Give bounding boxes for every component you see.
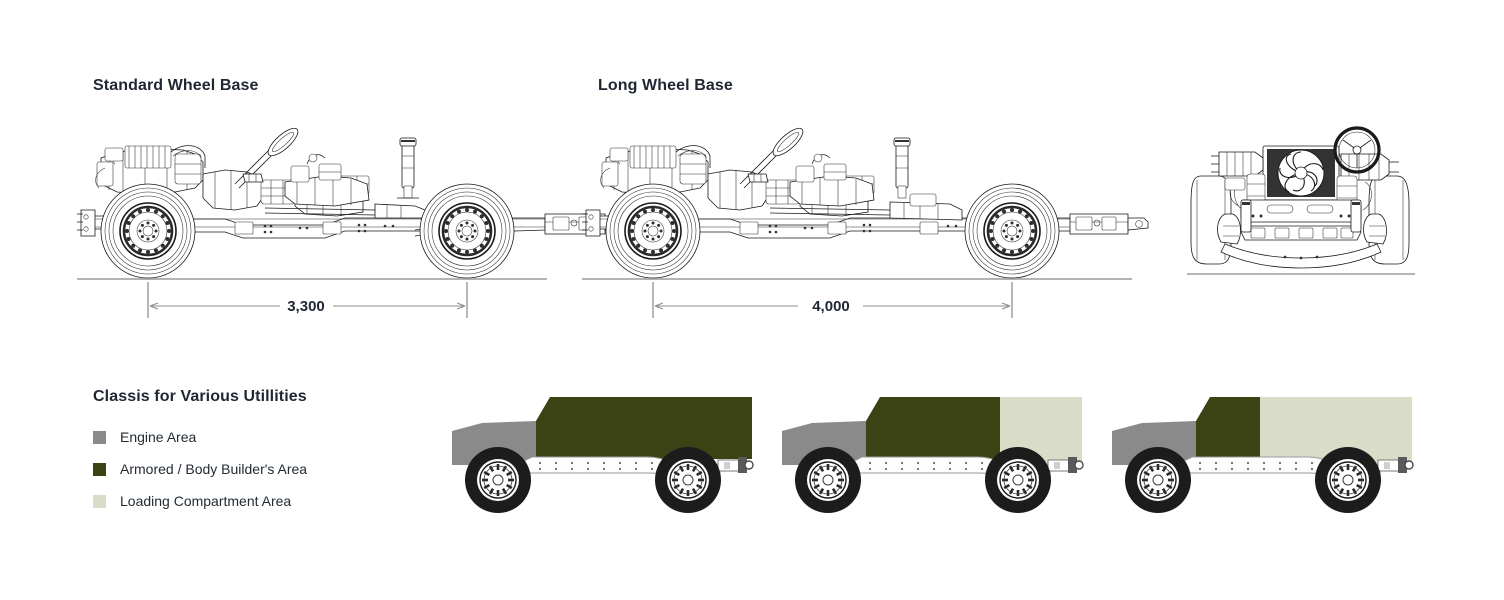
rear-shock-absorber [893,137,911,199]
engine-assembly [95,145,206,195]
loading-compartment-shape [1260,397,1412,467]
chassis-front-view-svg [1187,126,1415,275]
front-wheel [99,182,197,280]
rear-shock-absorber [397,137,419,199]
utility-variant-3 [1112,383,1432,523]
rear-wheel [1314,446,1382,514]
steering-wheel [1333,126,1381,174]
front-cross-member [1240,199,1362,223]
legend-item-label: Loading Compartment Area [120,493,292,509]
legend-item-label: Engine Area [120,429,197,445]
standard-wheel-base-drawing: 3,300 [75,118,626,328]
long-wheel-base-title: Long Wheel Base [598,77,733,94]
engine-area-swatch-icon [93,430,106,444]
legend-item-loading: Loading Compartment Area [93,485,307,517]
armored-area-shape [866,397,1000,459]
front-axle-beam [1220,243,1382,269]
standard-wheel-base-title: Standard Wheel Base [93,77,259,94]
engine-assembly [600,145,711,195]
rear-tow-hitch [717,456,754,474]
frame-mount-brackets [739,221,958,235]
front-bumper-assembly [582,209,601,237]
steering-column-assembly [234,127,299,189]
rear-wheel [418,182,516,280]
front-view-drawing [1185,118,1435,288]
legend-item-label: Armored / Body Builder's Area [120,461,308,477]
radiator-fan-assembly [1262,145,1340,201]
cab-support-structure [284,153,370,207]
front-suspension-crossmember [1240,225,1362,241]
rear-wheel [654,446,722,514]
rear-frame-extension [1069,213,1149,235]
armored-area-shape [536,397,752,459]
armored-area-swatch-icon [93,462,106,476]
rear-wheel [963,182,1061,280]
wheelbase-dimension-label: 4,000 [812,298,850,315]
legend-item-armored: Armored / Body Builder's Area [93,453,307,485]
utility-variant-svg [452,397,754,514]
front-shock-absorbers [1240,199,1362,233]
front-wheel [604,182,702,280]
cab-support-structure [789,153,875,207]
wheelbase-dimension: 4,000 [652,282,1013,318]
legend-item-engine: Engine Area [93,421,307,453]
front-wheel [464,446,532,514]
loading-area-swatch-icon [93,494,106,508]
chassis-side-view-svg: 3,300 [77,127,626,318]
legend: Engine Area Armored / Body Builder's Are… [93,421,307,517]
chassis-side-view-long-svg: 4,000 [582,127,1149,318]
long-wheel-base-drawing: 4,000 [580,118,1150,328]
frame-mount-brackets [234,221,395,235]
wheelbase-dimension: 3,300 [147,282,468,318]
utilities-section-title: Classis for Various Utillities [93,388,307,405]
front-bumper-assembly [77,209,96,237]
utility-variant-1 [452,383,772,523]
utility-variant-2 [782,383,1102,523]
steering-column-assembly [739,127,804,189]
utility-variant-svg [782,397,1084,514]
front-wheel [794,446,862,514]
steering-knuckles [1217,213,1387,245]
armored-area-shape [1196,397,1260,459]
utility-variant-svg [1112,397,1414,514]
wheelbase-dimension-label: 3,300 [287,298,325,315]
front-wheel [1124,446,1192,514]
rear-wheel [984,446,1052,514]
